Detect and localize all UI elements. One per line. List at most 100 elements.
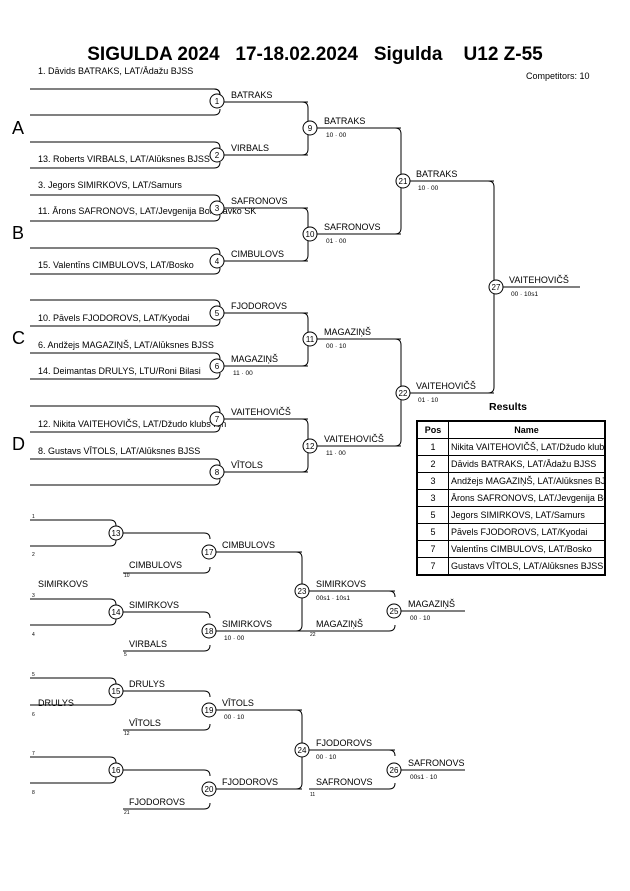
- match-number: 1: [215, 97, 220, 106]
- match-number: 6: [215, 362, 220, 371]
- bracket-connector: [30, 161, 221, 169]
- winner-name: VAITEHOVIČŠ: [324, 434, 384, 444]
- match-score: 10 · 00: [224, 635, 245, 642]
- seed-ref: 5: [124, 652, 127, 658]
- bracket-connector: [123, 532, 211, 540]
- seed-ref: 4: [32, 632, 35, 638]
- winner-name: FJODOROVS: [222, 777, 278, 787]
- entry-name: 12. Nikita VAITEHOVIČS, LAT/Džudo klubs …: [38, 419, 226, 429]
- pool-label: A: [12, 118, 24, 138]
- bracket-connector: [30, 698, 117, 706]
- entry-name: 10. Pāvels FJODOROVS, LAT/Kyodai: [38, 313, 189, 323]
- bracket-connector: [123, 611, 211, 619]
- seed-ref: 2: [32, 552, 35, 558]
- bracket-connector: [30, 756, 117, 764]
- winner-name: DRULYS: [129, 679, 165, 689]
- bracket-connector: [123, 723, 211, 731]
- bracket-connector: [309, 624, 396, 632]
- winner-name: VAITEHOVIČŠ: [231, 407, 291, 417]
- bracket-connector: [30, 319, 221, 327]
- name-cell: Pāvels FJODOROVS, LAT/Kyodai: [448, 523, 606, 541]
- winner-name: MAGAZIŅŠ: [316, 619, 363, 629]
- bracket-connector: [410, 180, 495, 394]
- bracket-connector: [30, 425, 221, 433]
- winner-name: CIMBULOVS: [222, 540, 275, 550]
- entry-name: 11. Ārons SAFRONOVS, LAT/Jevgenija Borod…: [38, 206, 256, 216]
- bracket-connector: [123, 566, 211, 574]
- winner-name: VĪTOLS: [231, 460, 263, 470]
- match-number: 7: [215, 415, 220, 424]
- match-score: 10 · 00: [418, 185, 439, 192]
- winner-name: CIMBULOVS: [129, 560, 182, 570]
- winner-name: SIMIRKOVS: [129, 600, 179, 610]
- bracket-connector: [30, 194, 221, 202]
- match-number: 17: [205, 548, 214, 557]
- match-circle: [209, 93, 225, 109]
- entry-name: 15. Valentīns CIMBULOVS, LAT/Bosko: [38, 260, 194, 270]
- bracket-connector: [30, 618, 117, 626]
- match-number: 5: [215, 309, 220, 318]
- match-number: 11: [306, 335, 315, 344]
- match-number: 4: [215, 257, 220, 266]
- seed-ref: 22: [310, 632, 316, 638]
- match-number: 14: [112, 608, 121, 617]
- match-score: 01 · 00: [326, 238, 347, 245]
- results-title: Results: [489, 401, 527, 413]
- name-cell: Gustavs VĪTOLS, LAT/Alūksnes BJSS: [448, 557, 606, 576]
- pos-column-header: Pos: [416, 420, 449, 439]
- match-score: 00s1 · 10s1: [316, 595, 350, 602]
- winner-name: VIRBALS: [231, 143, 269, 153]
- pos-cell: 5: [416, 506, 449, 524]
- winner-name: SAFRONOVS: [324, 222, 381, 232]
- winner-name: SAFRONOVS: [408, 758, 465, 768]
- match-number: 20: [205, 785, 214, 794]
- match-score: 00 · 10: [410, 615, 431, 622]
- seed-ref: 7: [32, 751, 35, 757]
- bracket-connector: [317, 338, 402, 447]
- seed-ref: 8: [32, 790, 35, 796]
- match-score: 00 · 10s1: [511, 291, 538, 298]
- bracket-connector: [30, 247, 221, 255]
- bracket-connector: [30, 88, 221, 96]
- seed-ref: 6: [32, 712, 35, 718]
- winner-name: VAITEHOVIČŠ: [416, 381, 476, 391]
- pool-label: B: [12, 223, 24, 243]
- bracket-connector: [30, 352, 221, 360]
- match-number: 27: [492, 283, 501, 292]
- match-score: 00 · 10: [316, 754, 337, 761]
- bracket-connector: [317, 127, 402, 235]
- match-number: 23: [298, 587, 307, 596]
- match-score: 00 · 10: [224, 714, 245, 721]
- bracket-connector: [123, 802, 211, 810]
- pos-cell: 1: [416, 438, 449, 456]
- seed-ref: 5: [32, 672, 35, 678]
- seed-ref: 21: [124, 810, 130, 816]
- match-score: 10 · 00: [326, 132, 347, 139]
- bracket-connector: [30, 405, 221, 413]
- winner-name: VIRBALS: [129, 639, 167, 649]
- match-number: 26: [390, 766, 399, 775]
- winner-name: VĪTOLS: [222, 698, 254, 708]
- name-cell: Jegors SIMIRKOVS, LAT/Samurs: [448, 506, 606, 524]
- winner-name: SIMIRKOVS: [222, 619, 272, 629]
- entry-name: 13. Roberts VIRBALS, LAT/Alūksnes BJSS: [38, 154, 210, 164]
- seed-ref: 12: [124, 731, 130, 737]
- match-score: 01 · 10: [418, 397, 439, 404]
- competitors-count: Competitors: 10: [526, 71, 590, 81]
- bracket-connector: [123, 690, 211, 698]
- bracket-connector: [123, 769, 211, 777]
- winner-name: FJODOROVS: [316, 738, 372, 748]
- bracket-connector: [30, 519, 117, 527]
- seed-ref: 10: [124, 573, 130, 579]
- match-number: 15: [112, 687, 121, 696]
- bracket-connector: [30, 267, 221, 275]
- match-score: 11 · 00: [326, 450, 346, 457]
- pool-label: D: [12, 434, 25, 454]
- match-number: 13: [112, 529, 121, 538]
- seed-ref: 1: [32, 514, 35, 520]
- winner-name: BATRAKS: [416, 169, 457, 179]
